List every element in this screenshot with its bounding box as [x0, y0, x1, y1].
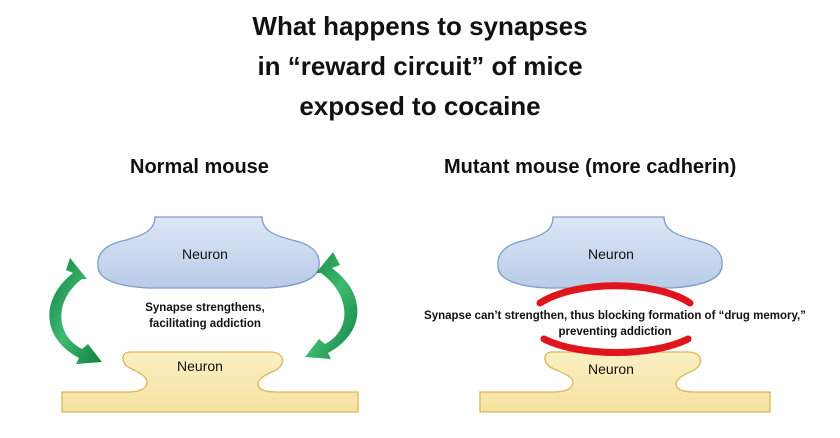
- normal-top-neuron-label: Neuron: [182, 246, 228, 262]
- normal-caption-line-2: facilitating addiction: [149, 318, 261, 330]
- red-block-bottom: [540, 335, 692, 356]
- green-arrow-left: [49, 258, 102, 364]
- mutant-synapse-caption: Synapse can’t strengthen, thus blocking …: [398, 308, 832, 340]
- normal-bottom-neuron: [61, 351, 359, 413]
- normal-caption-line-1: Synapse strengthens,: [145, 302, 265, 314]
- normal-top-neuron: [97, 216, 320, 289]
- normal-mouse-title: Normal mouse: [130, 156, 269, 178]
- mutant-caption-line-1: Synapse can’t strengthen, thus blocking …: [424, 310, 806, 322]
- mutant-bottom-neuron: [479, 351, 771, 413]
- mutant-bottom-neuron-label: Neuron: [588, 361, 634, 377]
- mutant-top-neuron-label: Neuron: [588, 246, 634, 262]
- mutant-caption-line-2: preventing addiction: [558, 326, 672, 338]
- mutant-mouse-title: Mutant mouse (more cadherin): [444, 156, 737, 178]
- normal-synapse-caption: Synapse strengthens, facilitating addict…: [115, 300, 295, 332]
- title-line-3: exposed to cocaine: [299, 91, 541, 121]
- title-line-1: What happens to synapses: [252, 11, 588, 41]
- mutant-top-neuron: [497, 216, 723, 289]
- red-block-top: [536, 282, 694, 307]
- diagram-title: What happens to synapses in “reward circ…: [0, 6, 840, 126]
- normal-bottom-neuron-label: Neuron: [177, 358, 223, 374]
- green-arrow-right: [305, 252, 358, 359]
- title-line-2: in “reward circuit” of mice: [257, 51, 583, 81]
